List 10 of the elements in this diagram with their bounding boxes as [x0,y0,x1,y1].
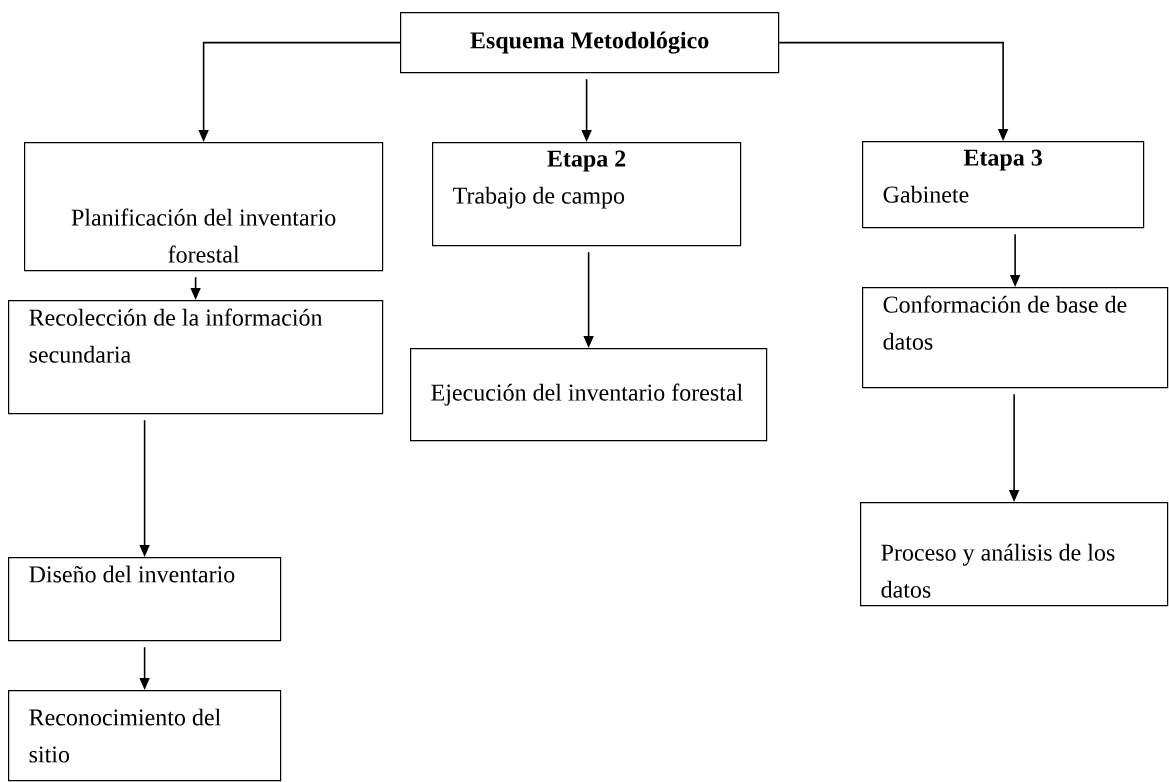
process-box: Planificación del inventario forestal [24,142,384,272]
process-box: Ejecución del inventario forestal [410,348,768,442]
stage-box: Etapa 2 Trabajo de campo [432,142,742,247]
process-box: Reconocimiento del sitio [8,690,282,782]
stage-box: Etapa 3 Gabinete [862,141,1145,229]
process-box: Recolección de la información secundaria [8,300,384,415]
process-box: Diseño del inventario [8,557,282,642]
title-box: Esquema Metodológico [400,12,780,74]
process-box: Proceso y análisis de los datos [860,502,1169,607]
process-box: Conformación de base de datos [862,287,1169,389]
